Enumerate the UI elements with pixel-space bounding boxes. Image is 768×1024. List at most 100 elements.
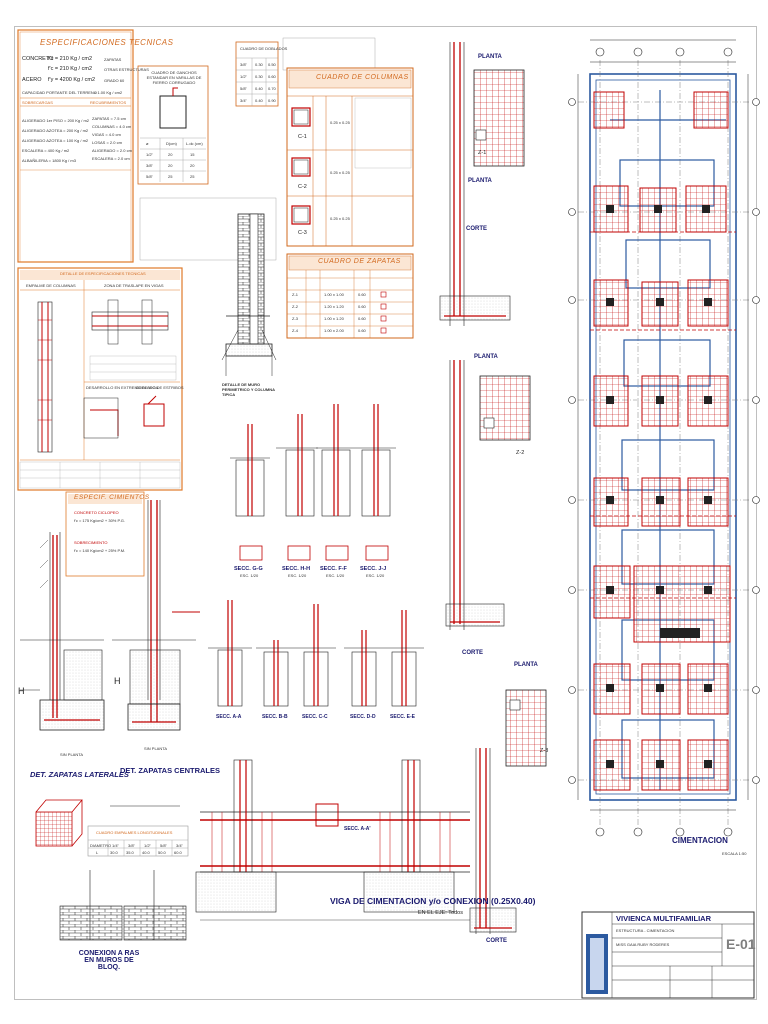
cover-3: VIGAS = 4.0 cm (92, 132, 121, 137)
detail-sub-1: EMPALME DE COLUMNAS (26, 283, 76, 288)
beam-section-label: SECC. A-A' (344, 826, 371, 832)
stirrup-h1: ø (146, 141, 149, 146)
sec-j-scale: ESC. 1/20 (366, 573, 385, 578)
empalmes-h2: 3/8" (128, 843, 135, 848)
sec-d: SECC. D-D (350, 714, 376, 720)
empalmes-v1: 30.0 (110, 850, 118, 855)
detail-sub-4: DOBLADO DE ESTRIBOS (136, 385, 184, 390)
cover-2: COLUMNAS = 4.0 cm (92, 124, 132, 129)
column-code-3: C-3 (298, 230, 307, 236)
zapata-code-1: Z-1 (478, 150, 487, 156)
plan-scale: ESCALA 1:50 (722, 851, 747, 856)
sec-f-scale: ESC. 1/20 (326, 573, 345, 578)
corte-label-1: CORTE (466, 226, 487, 232)
empalmes-h1: 1/4" (112, 843, 119, 848)
detail-box-title: DETALLE DE ESPECIFICACIONES TECNICAS (60, 271, 146, 276)
empalmes-h0: DIAMETRO (90, 843, 112, 848)
overload-5: ALBAÑILERIA = 1800 Kg / m3 (22, 158, 76, 163)
central-detail-title: DET. ZAPATAS CENTRALES (120, 766, 221, 775)
stirrup-r1c1: 1/2" (146, 152, 153, 157)
specs-title: ESPECIFICACIONES TECNICAS (40, 38, 174, 47)
footing-r2-h: 0.60 (358, 304, 366, 309)
splice-r3c3: 0.70 (268, 86, 276, 91)
stirrup-h3: L.dc (cm) (186, 141, 203, 146)
footing-r2-dim: 1.20 x 1.20 (324, 304, 344, 309)
stirrup-r1c3: 15 (190, 152, 195, 157)
planta-label-2: PLANTA (468, 178, 492, 184)
stirrup-r3c2: 25 (168, 174, 173, 179)
empalmes-h3: 1/2" (144, 843, 151, 848)
footing-r3-dim: 1.00 x 1.20 (324, 316, 344, 321)
conexion-muros-title: CONEXION A RAS EN MUROS DE BLOQ. (78, 950, 140, 971)
planta-label-3: PLANTA (474, 354, 498, 360)
sec-g-scale: ESC. 1/20 (240, 573, 259, 578)
plan-title: CIMENTACION (672, 836, 728, 845)
project-owner: MISS GAIA RUBY RODERES (616, 942, 670, 947)
overload-1: ALIGERADO 1er PISO = 200 Kg / m2 (22, 118, 90, 123)
cimientos-line-4: f'c = 140 Kg/cm2 + 25% P.M. (74, 548, 126, 553)
sec-h: SECC. H-H (282, 566, 311, 572)
stirrup-r2c3: 20 (190, 163, 195, 168)
corte-label-3: CORTE (486, 938, 507, 944)
spec-row-1-value: f'c = 210 Kg / cm2 (48, 56, 93, 62)
sin-planta-center: SIN PLANTA (144, 746, 168, 751)
sec-b: SECC. B-B (262, 714, 288, 720)
cimientos-line-1: CONCRETO CICLOPEO (74, 510, 119, 515)
empalmes-v5: 60.0 (174, 850, 182, 855)
splice-r1c2: 0.30 (255, 62, 263, 67)
cimientos-line-2: f'c = 175 Kg/cm2 + 30% P.G. (74, 518, 125, 523)
lateral-detail-title: DET. ZAPATAS LATERALES (30, 770, 129, 779)
spec-row-4-name: CAPACIDAD PORTANTE DEL TERRENO (22, 90, 97, 95)
splice-title: CUADRO DE DOBLADOS (240, 46, 288, 51)
sec-j: SECC. J-J (360, 566, 387, 572)
sec-g: SECC. G-G (234, 566, 263, 572)
zapata-code-3: Z-3 (540, 748, 549, 754)
h-dim-left: H (18, 686, 25, 696)
footing-r1-dim: 1.00 x 1.00 (324, 292, 344, 297)
footings-table-title: CUADRO DE ZAPATAS (318, 258, 401, 265)
beam-subtitle: EN EL EJE: Todos (418, 910, 463, 916)
cover-1: ZAPATAS = 7.5 cm (92, 116, 126, 121)
covers-header: RECUBRIMIENTOS (90, 100, 127, 105)
cover-6: ESCALERA = 2.0 cm (92, 156, 130, 161)
empalmes-h5: 3/4" (176, 843, 183, 848)
sheet-number: E-01 (726, 936, 756, 952)
stirrup-r3c3: 25 (190, 174, 195, 179)
overload-2: ALIGERADO AZOTEA = 200 Kg / m2 (22, 128, 89, 133)
splice-r3c1: 5/8" (240, 86, 247, 91)
spec-row-2-value: f'c = 210 Kg / cm2 (48, 66, 93, 72)
overloads-header: SOBRECARGAS (22, 100, 53, 105)
column-code-1: C-1 (298, 134, 307, 140)
cover-4: LOSAS = 2.0 cm (92, 140, 122, 145)
column-code-2: C-2 (298, 184, 307, 190)
stirrup-table-title: CUADRO DE GANCHOS ESTANDAR EN VARILLAS D… (146, 70, 202, 85)
stirrup-r1c2: 20 (168, 152, 173, 157)
footing-r4-dim: 1.00 x 2.00 (324, 328, 344, 333)
stirrup-r2c2: 20 (168, 163, 173, 168)
spec-row-4-value: = 1.00 Kg / cm2 (94, 90, 123, 95)
sec-h-scale: ESC. 1/20 (288, 573, 307, 578)
stirrup-h2: D(cm) (166, 141, 177, 146)
sec-a: SECC. A-A (216, 714, 242, 720)
sec-c: SECC. C-C (302, 714, 328, 720)
spec-row-3-value: f'y = 4200 Kg / cm2 (48, 77, 96, 83)
empalmes-v0: L (96, 850, 99, 855)
empalmes-v4: 50.0 (158, 850, 166, 855)
zapata-code-2: Z-2 (516, 450, 525, 456)
planta-label-4: PLANTA (514, 662, 538, 668)
empalmes-title: CUADRO EMPALMES LONGITUDINALES (96, 830, 173, 835)
sin-planta-left: SIN PLANTA (60, 752, 84, 757)
columns-table-title: CUADRO DE COLUMNAS (316, 74, 409, 81)
splice-r4c3: 0.90 (268, 98, 276, 103)
footing-r4-code: Z-4 (292, 328, 298, 333)
cover-5: ALIGERADO = 2.0 cm (92, 148, 132, 153)
spec-row-2-note: OTRAS ESTRUCTURAS (104, 67, 149, 72)
empalmes-v2: 35.0 (126, 850, 134, 855)
column-dim-1: 0.25 x 0.25 (330, 120, 350, 125)
wall-detail-title: DETALLE DE MURO PERIMETRICO Y COLUMNA TI… (222, 382, 275, 397)
splice-r4c1: 3/4" (240, 98, 247, 103)
h-dim-center: H (114, 676, 121, 686)
project-name: VIVIENCA MULTIFAMILIAR (616, 914, 711, 923)
splice-r2c3: 0.60 (268, 74, 276, 79)
